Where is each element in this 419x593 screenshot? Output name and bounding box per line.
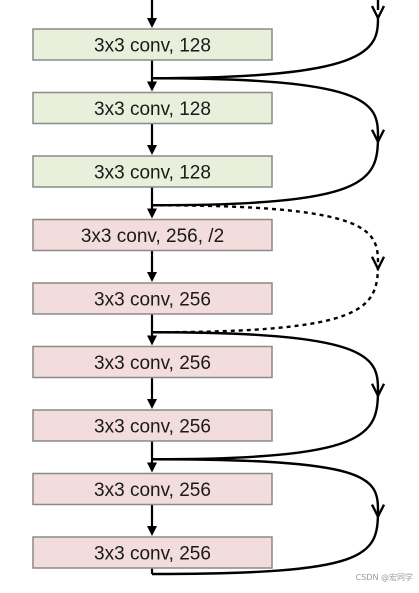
skip-curve — [151, 331, 380, 461]
skip-arrowhead — [370, 504, 386, 520]
conv-block: 3x3 conv, 128 — [32, 155, 273, 188]
skip-curve — [151, 458, 380, 576]
conv-block: 3x3 conv, 256 — [32, 536, 273, 569]
skip-arrowhead — [370, 383, 386, 399]
conv-block-label: 3x3 conv, 256 — [94, 290, 211, 311]
conv-block-label: 3x3 conv, 256 — [94, 544, 211, 565]
conv-block-label: 3x3 conv, 128 — [94, 163, 211, 184]
skip-connection — [151, 77, 386, 207]
conv-block-rect — [32, 345, 273, 379]
skip-curve-partial-tail — [151, 17, 380, 80]
conv-block-rect — [32, 282, 273, 315]
conv-block: 3x3 conv, 256 — [32, 409, 273, 442]
conv-block: 3x3 conv, 256 — [32, 472, 273, 506]
skip-arrowhead — [370, 256, 386, 272]
conv-block: 3x3 conv, 256 — [32, 345, 273, 379]
watermark-text: CSDN @宏同学 — [355, 573, 413, 582]
skip-connection — [151, 331, 386, 461]
conv-block: 3x3 conv, 256, /2 — [32, 218, 273, 252]
skip-arrowhead — [370, 129, 386, 145]
skip-connection — [151, 458, 386, 576]
conv-block-label: 3x3 conv, 256 — [94, 353, 211, 374]
conv-block-rect — [32, 409, 273, 442]
conv-block-rect — [32, 536, 273, 569]
conv-block: 3x3 conv, 128 — [32, 91, 273, 125]
conv-block-rect — [32, 218, 273, 252]
conv-block-label: 3x3 conv, 256 — [94, 480, 211, 501]
conv-block-label: 3x3 conv, 128 — [94, 99, 211, 120]
conv-block-label: 3x3 conv, 256, /2 — [81, 226, 224, 247]
skip-connection — [151, 204, 386, 334]
conv-block-rect — [32, 155, 273, 188]
conv-block-rect — [32, 91, 273, 125]
conv-block: 3x3 conv, 256 — [32, 282, 273, 315]
conv-blocks: 3x3 conv, 128 3x3 conv, 128 3x3 conv, 128 3… — [32, 28, 273, 569]
conv-block-rect — [32, 472, 273, 506]
conv-block-label: 3x3 conv, 128 — [94, 36, 211, 57]
conv-block-rect — [32, 28, 273, 61]
skip-connections — [151, 0, 386, 576]
conv-block: 3x3 conv, 128 — [32, 28, 273, 61]
skip-curve — [151, 77, 380, 207]
conv-block-label: 3x3 conv, 256 — [94, 417, 211, 438]
